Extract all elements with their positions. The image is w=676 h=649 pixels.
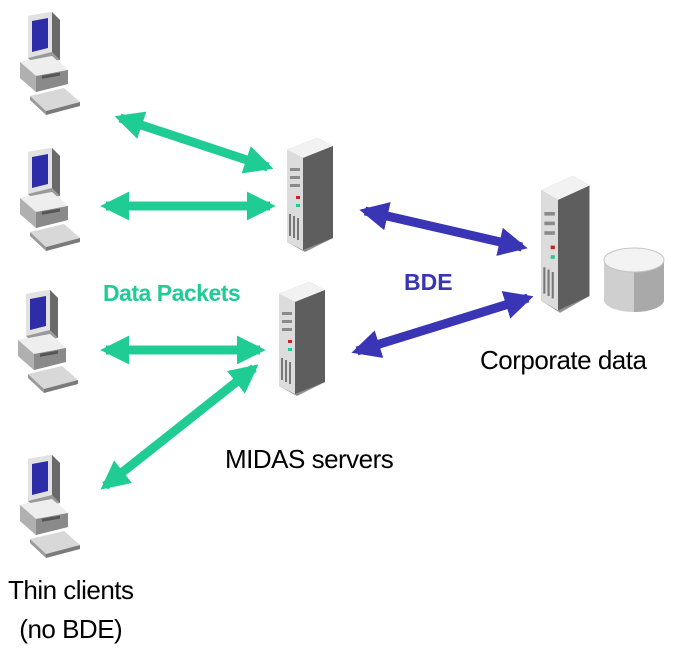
- corporate-server-icon: [540, 174, 591, 315]
- thin-clients-label: Thin clients (no BDE): [8, 571, 134, 649]
- midas-server-2-icon: [278, 281, 326, 397]
- client-computer-2-icon: [20, 148, 80, 251]
- client-computer-1-icon: [20, 12, 80, 115]
- client-computer-3-icon: [18, 290, 78, 393]
- link-client4-server2: [100, 364, 259, 490]
- bde-links: [351, 202, 534, 358]
- link-server1-corporate: [359, 202, 528, 256]
- thin-clients-line2: (no BDE): [19, 614, 123, 644]
- midas-server-1-icon: [286, 137, 334, 253]
- midas-servers-label: MIDAS servers: [225, 444, 394, 474]
- link-server2-corporate: [351, 291, 534, 358]
- client-computer-4-icon: [20, 455, 80, 558]
- link-client1-server1: [114, 111, 274, 174]
- corporate-data-label: Corporate data: [480, 345, 647, 375]
- data-packets-label: Data Packets: [103, 280, 241, 306]
- bde-label: BDE: [404, 269, 453, 295]
- thin-clients-line1: Thin clients: [8, 575, 134, 605]
- client-links: [100, 111, 276, 490]
- database-cylinder-icon: [603, 247, 665, 312]
